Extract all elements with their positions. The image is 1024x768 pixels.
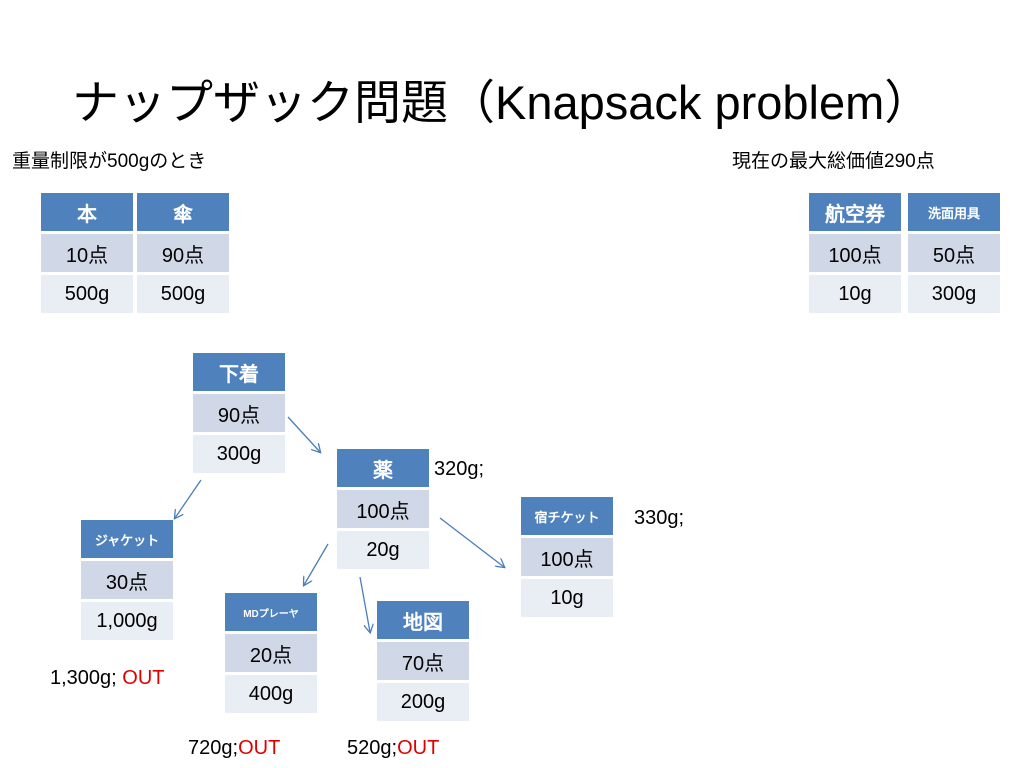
arrow-medicine-to-md — [304, 543, 329, 585]
jacket-total-note: 1,300g; OUT — [50, 667, 165, 690]
separator: ; — [232, 737, 239, 759]
item-jacket: ジャケット 30点 1,000g — [81, 520, 173, 643]
item-name: 航空券 — [809, 193, 901, 231]
item-map: 地図 70点 200g — [377, 601, 469, 724]
item-umbrella: 傘 90点 500g — [137, 193, 229, 316]
arrow-medicine-to-map — [359, 576, 370, 632]
out-label: OUT — [122, 667, 165, 689]
item-md-player: MDプレーヤ 20点 400g — [225, 593, 317, 716]
item-hotel-ticket: 宿チケット 100点 10g — [521, 497, 613, 620]
item-book: 本 10点 500g — [41, 193, 133, 316]
item-name: 薬 — [337, 449, 429, 487]
item-underwear: 下着 90点 300g — [193, 353, 285, 476]
item-value: 100点 — [809, 234, 901, 272]
medicine-total-note: 320g; — [434, 458, 484, 481]
md-total-note: 720g;OUT — [188, 737, 280, 760]
item-value: 90点 — [137, 234, 229, 272]
total-weight: 320g — [434, 458, 479, 480]
out-label: OUT — [397, 737, 440, 759]
item-value: 70点 — [377, 642, 469, 680]
total-weight: 1,300g — [50, 667, 112, 689]
hotel-total-note: 330g; — [634, 507, 684, 530]
total-weight: 520g — [347, 737, 392, 759]
item-name: ジャケット — [81, 520, 173, 558]
total-weight: 720g — [188, 737, 233, 759]
item-value: 10点 — [41, 234, 133, 272]
map-total-note: 520g;OUT — [347, 737, 439, 760]
total-weight: 330g — [634, 507, 679, 529]
arrow-medicine-to-hotel — [439, 517, 504, 567]
item-toiletries: 洗面用具 50点 300g — [908, 193, 1000, 316]
item-weight: 500g — [41, 275, 133, 313]
slide-title: ナップザック問題（Knapsack problem） — [72, 76, 932, 129]
separator: ; — [678, 507, 685, 529]
current-max-value-text: 現在の最大総価値290点 — [732, 151, 935, 172]
item-weight: 10g — [521, 579, 613, 617]
item-weight: 20g — [337, 531, 429, 569]
item-name: 宿チケット — [521, 497, 613, 535]
arrow-underwear-to-medicine — [287, 416, 320, 452]
item-weight: 300g — [193, 435, 285, 473]
out-label: OUT — [238, 737, 281, 759]
arrow-underwear-to-jacket — [175, 479, 202, 518]
item-name: 傘 — [137, 193, 229, 231]
item-value: 100点 — [521, 538, 613, 576]
item-air-ticket: 航空券 100点 10g — [809, 193, 901, 316]
item-value: 20点 — [225, 634, 317, 672]
item-weight: 500g — [137, 275, 229, 313]
separator: ; — [111, 667, 117, 689]
item-weight: 300g — [908, 275, 1000, 313]
item-value: 30点 — [81, 561, 173, 599]
item-value: 100点 — [337, 490, 429, 528]
item-value: 90点 — [193, 394, 285, 432]
item-weight: 400g — [225, 675, 317, 713]
weight-limit-text: 重量制限が500gのとき — [12, 151, 207, 172]
item-medicine: 薬 100点 20g — [337, 449, 429, 572]
item-value: 50点 — [908, 234, 1000, 272]
separator: ; — [478, 458, 485, 480]
item-name: MDプレーヤ — [225, 593, 317, 631]
item-name: 地図 — [377, 601, 469, 639]
item-name: 下着 — [193, 353, 285, 391]
item-name: 本 — [41, 193, 133, 231]
item-name: 洗面用具 — [908, 193, 1000, 231]
item-weight: 1,000g — [81, 602, 173, 640]
separator: ; — [391, 737, 398, 759]
item-weight: 200g — [377, 683, 469, 721]
item-weight: 10g — [809, 275, 901, 313]
